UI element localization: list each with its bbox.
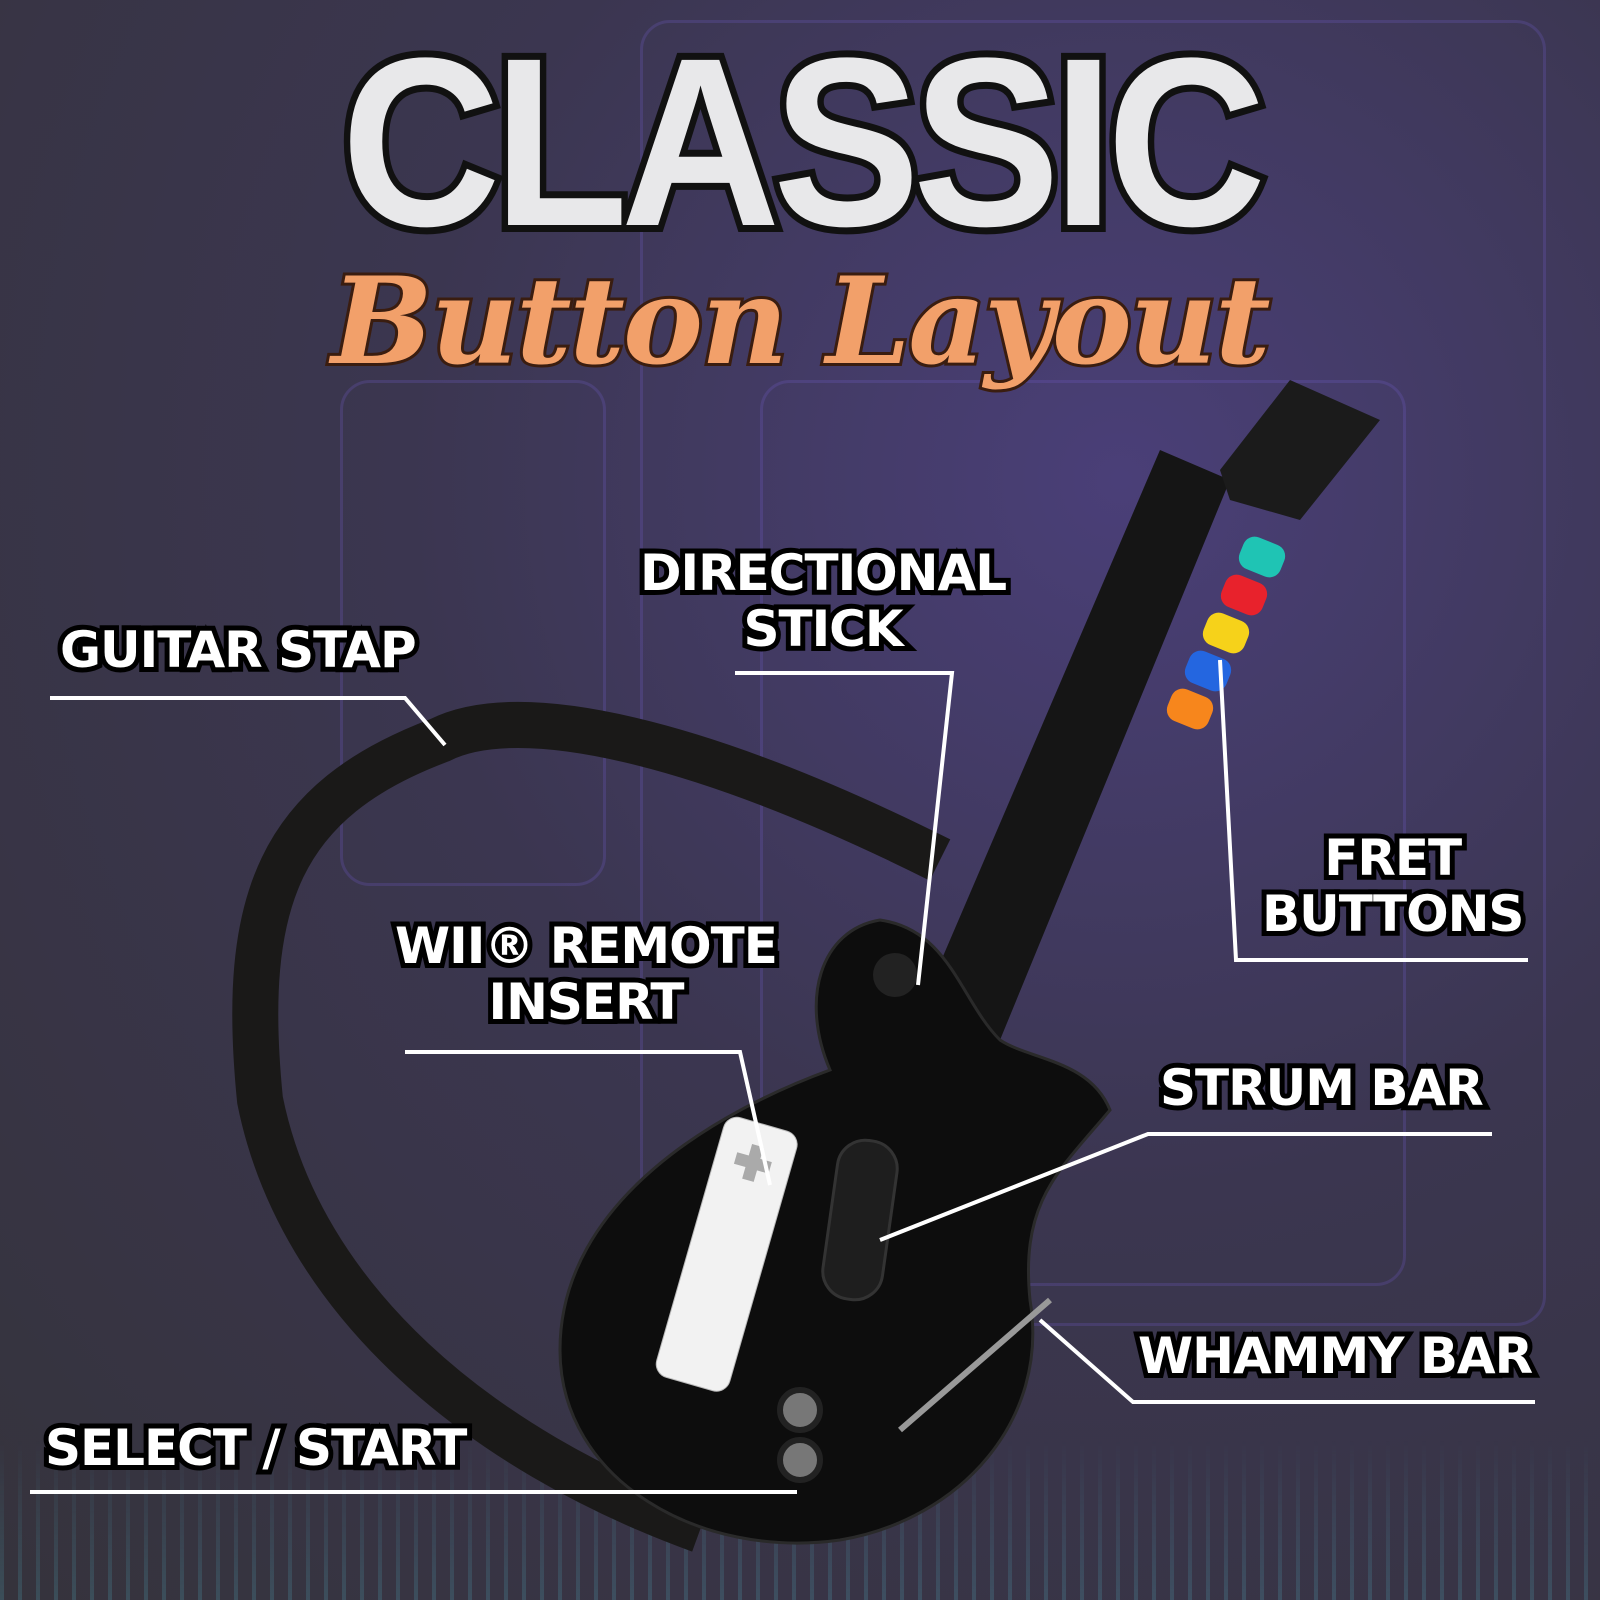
leader-fret-buttons <box>1218 659 1528 962</box>
label-fret-line1: FRET <box>1319 825 1467 891</box>
fret-button-red <box>1220 574 1268 616</box>
leader-guitar-strap <box>50 696 447 747</box>
label-wii-line2: INSERT <box>483 969 689 1035</box>
select-button <box>777 1387 823 1433</box>
label-guitar-strap: GUITAR STAP <box>55 617 422 683</box>
fret-button-green <box>1238 536 1286 578</box>
background-circuit <box>640 20 1546 1326</box>
label-directional-line2: STICK <box>738 596 908 662</box>
leader-whammy-bar <box>1038 1318 1535 1404</box>
label-fret-line2: BUTTONS <box>1257 881 1529 947</box>
background-circuit <box>760 380 1406 1286</box>
leader-lines <box>30 659 1535 1494</box>
label-whammy-bar: WHAMMY BAR <box>1133 1323 1538 1389</box>
whammy-bar <box>898 1297 1052 1433</box>
start-button <box>777 1437 823 1483</box>
wii-remote <box>655 1116 798 1392</box>
label-directional-line1: DIRECTIONAL <box>635 540 1012 606</box>
label-fret-buttons: FRET BUTTONS <box>1257 825 1529 947</box>
leader-wii-remote <box>405 1050 772 1186</box>
strum-bar <box>821 1138 899 1302</box>
leader-directional-stick <box>735 671 955 986</box>
label-select-start: SELECT / START <box>40 1415 472 1481</box>
guitar-headstock <box>1220 380 1380 520</box>
guitar-strap <box>232 702 951 1552</box>
subtitle-button-layout: Button Layout <box>328 249 1273 395</box>
fret-button-orange <box>1166 688 1214 730</box>
fret-button-blue <box>1184 650 1232 692</box>
leader-strum-bar <box>879 1132 1492 1242</box>
wii-dpad-icon <box>733 1143 772 1182</box>
label-strum-bar: STRUM BAR <box>1155 1055 1489 1121</box>
title-classic: CLASSIC <box>335 8 1273 276</box>
label-directional-stick: DIRECTIONAL STICK <box>635 540 1012 662</box>
directional-stick <box>873 953 917 997</box>
label-wii-remote-insert: WII® REMOTE INSERT <box>390 913 783 1035</box>
background-circuit <box>340 380 606 886</box>
fret-button-yellow <box>1202 612 1250 654</box>
guitar-neck <box>920 380 1380 1040</box>
label-wii-line1: WII® REMOTE <box>390 913 783 979</box>
